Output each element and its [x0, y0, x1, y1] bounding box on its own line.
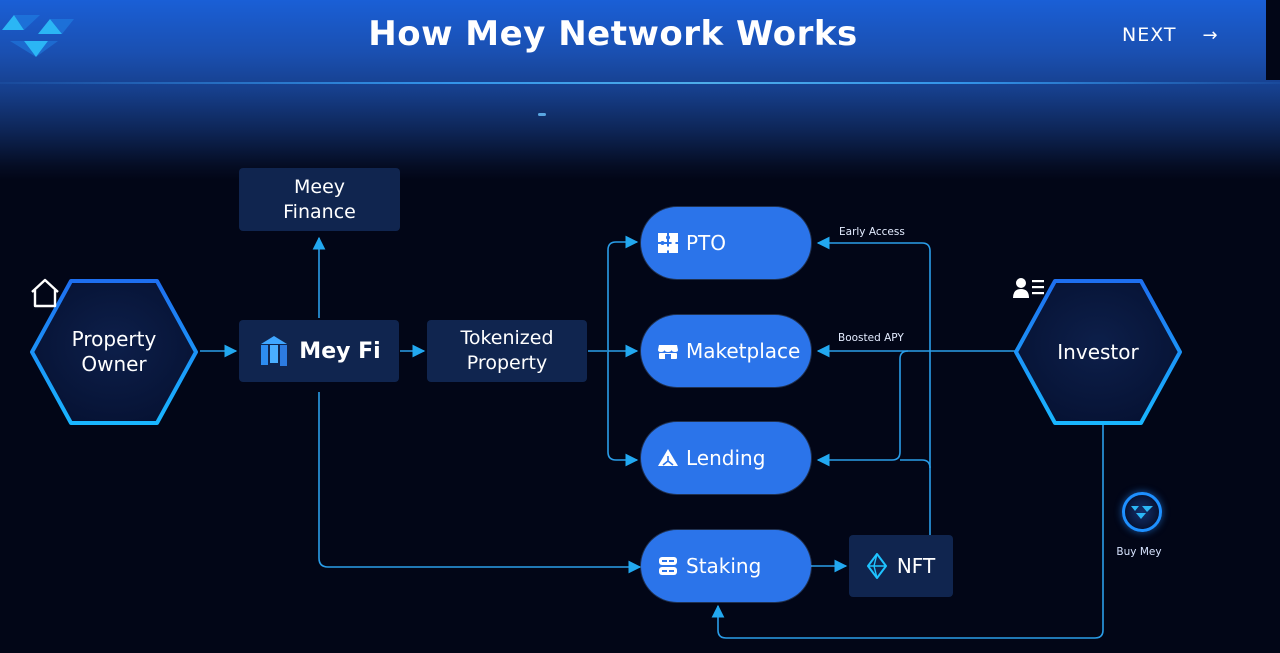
- next-button[interactable]: NEXT →: [1122, 24, 1219, 46]
- edge-strip: [1266, 0, 1280, 80]
- nft-node[interactable]: NFT: [849, 535, 953, 597]
- arrow-right-icon: →: [1202, 24, 1219, 46]
- edge-to-pto: [607, 235, 639, 351]
- staking-node[interactable]: Staking: [641, 530, 811, 602]
- mey-logo-icon: [2, 15, 74, 57]
- tokenized-line1: Tokenized: [460, 327, 554, 349]
- mey-fi-label: Mey Fi: [299, 338, 381, 364]
- lending-icon: [657, 447, 679, 469]
- early-access-label: Early Access: [839, 226, 905, 238]
- tokenized-line2: Property: [466, 352, 548, 374]
- boosted-apy-label: Boosted APY: [838, 332, 904, 344]
- meey-finance-node[interactable]: Meey Finance: [239, 168, 400, 231]
- investor-node[interactable]: Investor: [1012, 277, 1184, 427]
- page-title: How Mey Network Works: [368, 14, 858, 54]
- tokenized-property-node[interactable]: Tokenized Property: [427, 320, 587, 382]
- edge-nft-early-access: [816, 236, 931, 535]
- header-background: [0, 0, 1280, 180]
- buy-mey-label: Buy Mey: [1116, 546, 1162, 558]
- nft-label: NFT: [896, 553, 936, 578]
- edge-meyfi-to-staking: [318, 392, 642, 574]
- lending-node[interactable]: Lending: [641, 422, 811, 494]
- mey-fi-node[interactable]: Mey Fi: [239, 320, 399, 382]
- marketplace-label: Maketplace: [686, 339, 801, 363]
- meey-finance-line2: Finance: [283, 200, 356, 223]
- staking-label: Staking: [686, 554, 762, 578]
- next-label: NEXT: [1122, 24, 1177, 46]
- ethereum-diamond-icon: [866, 553, 887, 579]
- property-owner-line1: Property: [71, 327, 157, 351]
- header-glint: [538, 113, 546, 116]
- buy-mey-button[interactable]: Buy Mey: [1116, 492, 1165, 558]
- edge-investor-staking: [711, 425, 1104, 639]
- header-divider: [0, 82, 1280, 84]
- mey-fi-logo-icon: [261, 336, 288, 366]
- lending-label: Lending: [686, 446, 766, 470]
- store-icon: [657, 340, 679, 362]
- investor-label: Investor: [1057, 339, 1139, 364]
- house-icon: [31, 278, 59, 308]
- server-icon: [657, 555, 679, 577]
- property-owner-node[interactable]: Property Owner: [28, 277, 200, 427]
- marketplace-node[interactable]: Maketplace: [641, 315, 811, 387]
- mey-coin-icon: [1122, 492, 1162, 532]
- pto-node[interactable]: PTO: [641, 207, 811, 279]
- person-list-icon: [1013, 278, 1044, 298]
- property-owner-line2: Owner: [81, 352, 147, 376]
- hex-frame: [30, 279, 198, 425]
- edge-nft-lending: [900, 459, 931, 469]
- edge-to-lending: [607, 351, 639, 467]
- hex-frame: [1014, 279, 1182, 425]
- edge-investor-lending: [816, 350, 909, 467]
- puzzle-icon: [657, 232, 679, 254]
- meey-finance-line1: Meey: [293, 175, 346, 198]
- pto-label: PTO: [686, 231, 727, 255]
